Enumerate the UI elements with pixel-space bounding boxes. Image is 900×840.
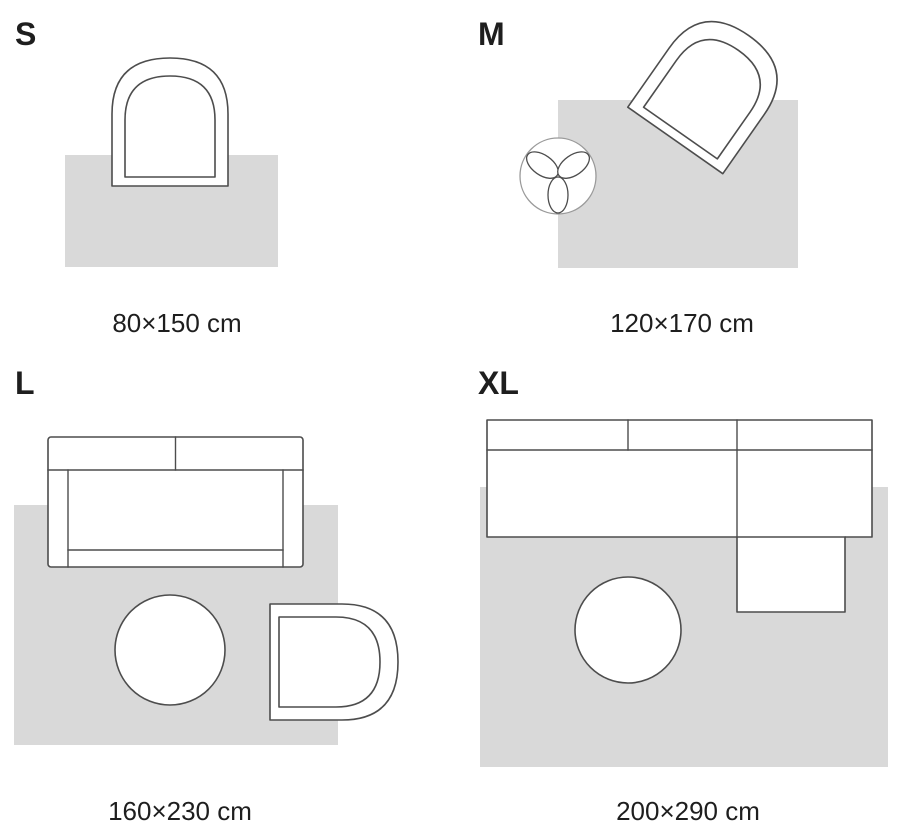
coffee-table-icon <box>574 576 682 684</box>
rug-illustration-l: L 160×230 cm <box>14 365 399 826</box>
rug-illustration-s: S 80×150 cm <box>15 16 278 338</box>
armchair-icon <box>111 57 229 187</box>
size-label-s: S <box>15 16 36 52</box>
size-panel-m: M 120×170 cm <box>450 0 900 350</box>
size-panel-xl: XL 200×290 cm <box>450 350 900 840</box>
size-label-xl: XL <box>478 365 519 401</box>
rug-illustration-m: M 120×170 cm <box>478 16 798 338</box>
plant-icon <box>519 137 597 215</box>
size-label-m: M <box>478 16 505 52</box>
size-dimensions-xl: 200×290 cm <box>616 796 760 826</box>
coffee-table-icon <box>114 594 226 706</box>
armchair-icon <box>269 603 399 721</box>
size-panel-s: S 80×150 cm <box>0 0 450 350</box>
sofa-icon <box>47 436 304 568</box>
sectional-sofa-icon <box>486 419 873 613</box>
size-dimensions-m: 120×170 cm <box>610 308 754 338</box>
size-panel-l: L 160×230 cm <box>0 350 450 840</box>
size-dimensions-s: 80×150 cm <box>112 308 241 338</box>
size-dimensions-l: 160×230 cm <box>108 796 252 826</box>
size-label-l: L <box>15 365 35 401</box>
rug-illustration-xl: XL 200×290 cm <box>478 365 888 826</box>
armchair-icon <box>626 20 778 175</box>
